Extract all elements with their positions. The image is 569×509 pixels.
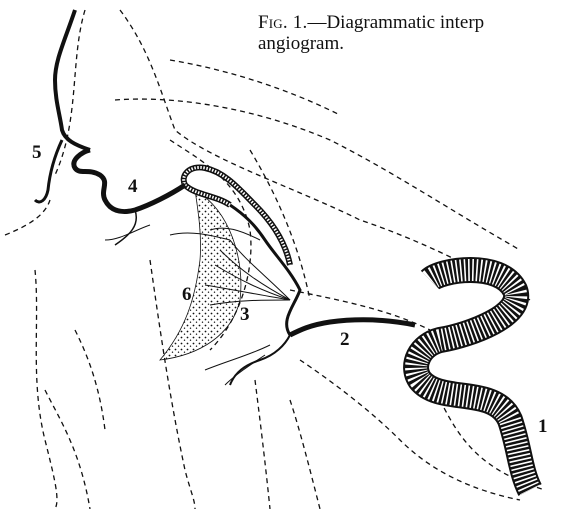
vessel-3-lower <box>230 335 290 385</box>
contour-left-small <box>75 330 105 430</box>
contour-inner-arc <box>250 150 310 300</box>
contour-bottom-mid <box>290 400 320 509</box>
vessel-4-branch <box>115 210 136 245</box>
vessel-2-artery <box>290 320 415 335</box>
label-6: 6 <box>182 284 192 305</box>
label-4: 4 <box>128 176 138 197</box>
label-2: 2 <box>340 329 350 350</box>
contour-left-vertical <box>35 270 57 509</box>
contour-outer-top <box>120 10 530 300</box>
label-1: 1 <box>538 416 548 437</box>
contour-upper-arc <box>115 99 520 250</box>
label-5: 5 <box>32 142 42 163</box>
contour-left-top <box>55 10 85 175</box>
vessel-5 <box>55 10 90 150</box>
contour-left-lower <box>45 390 90 509</box>
contour-left-middle <box>5 200 50 235</box>
contour-top-sweep <box>170 60 340 115</box>
stippled-region-6 <box>160 190 241 360</box>
vessel-1-carotid <box>416 270 530 490</box>
contour-lower-vert <box>255 380 270 509</box>
label-3: 3 <box>240 304 250 325</box>
